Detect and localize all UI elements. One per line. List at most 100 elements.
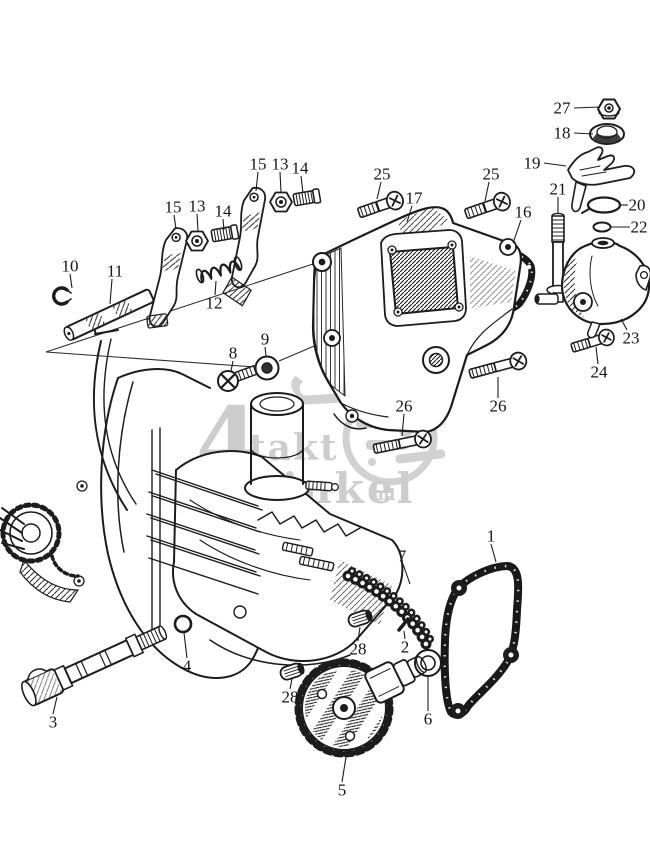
part-callout-number: 26 (396, 397, 413, 416)
part-bolt-26 (468, 351, 528, 379)
callout-leader-line (512, 219, 522, 244)
part-nut-13 (269, 191, 293, 213)
callout-leader-line (484, 181, 490, 202)
callout-leader-line (573, 132, 594, 135)
callout-leader-line (52, 696, 58, 715)
part-callout-number: 17 (406, 189, 424, 208)
part-valve-spring (195, 256, 243, 284)
part-nut-27 (597, 98, 621, 120)
part-callout-number: 14 (215, 202, 233, 221)
part-callout-number: 18 (554, 124, 571, 143)
part-callout-number: 23 (623, 329, 640, 348)
part-cylinder-head (146, 392, 404, 666)
part-adjusting-screw (210, 224, 240, 243)
construction-lines (45, 263, 327, 368)
part-dowel-pin (347, 609, 373, 628)
part-callout-number: 8 (229, 344, 238, 363)
callout-leader-line (341, 756, 347, 783)
part-callout-number: 27 (554, 99, 572, 118)
callout-leader-line (279, 171, 282, 193)
part-callout-number: 9 (261, 330, 270, 349)
callout-leader-line (620, 318, 628, 331)
callout-leader-line (403, 630, 406, 640)
part-callout-number: 19 (524, 154, 541, 173)
part-callout-number: 12 (206, 294, 223, 313)
callout-leader-line (196, 213, 199, 232)
part-callout-number: 5 (338, 781, 347, 800)
part-drive-sprocket (0, 502, 80, 603)
part-callout-number: 26 (490, 397, 507, 416)
part-camshaft (21, 625, 168, 707)
cooling-fins (146, 469, 263, 595)
construction-line (45, 263, 314, 353)
callout-leader-line (490, 543, 497, 563)
part-adjusting-screw (292, 188, 322, 207)
part-callout-number: 15 (250, 155, 267, 174)
part-callout-number: 13 (189, 197, 206, 216)
part-callout-number: 15 (165, 198, 182, 217)
callout-leader-line (183, 632, 188, 659)
part-valve-cap (244, 392, 310, 501)
callout-leader-line (543, 162, 567, 167)
part-cam-chain (342, 567, 436, 655)
callout-leader-line (573, 106, 601, 109)
watermark-suffix: .nl (372, 485, 395, 504)
callout-leader-line (300, 175, 304, 194)
part-bolt-26 (372, 429, 432, 454)
part-screw-8 (217, 365, 259, 392)
part-pump-body-23 (560, 237, 650, 339)
part-bolt-25 (357, 190, 404, 218)
part-cover-gasket-1 (440, 562, 523, 719)
part-callout-number: 3 (49, 713, 58, 732)
part-callout-number: 25 (483, 165, 500, 184)
callout-leader-line (222, 218, 225, 231)
part-callout-number: 4 (183, 657, 192, 676)
callout-leader-line (109, 278, 113, 305)
part-callout-number: 10 (62, 257, 79, 276)
part-crankcase (0, 321, 264, 679)
callout-leader-line (214, 280, 217, 296)
part-pin-2 (397, 617, 410, 632)
callout-leader-line (173, 214, 177, 230)
part-o-ring-22 (592, 221, 612, 233)
part-callout-number: 22 (631, 218, 648, 237)
callout-leader-line (255, 171, 259, 192)
construction-line (45, 351, 256, 368)
callout-leader-line (402, 563, 411, 585)
callout-leader-line (401, 413, 405, 437)
sprocket-hub (364, 655, 427, 704)
part-nut-13 (185, 230, 209, 252)
part-snap-ring-20 (581, 196, 622, 214)
part-lever-19 (567, 146, 636, 213)
part-bolt-25 (464, 191, 511, 219)
callout-leader-line (595, 346, 599, 365)
part-callout-number: 7 (398, 547, 407, 566)
callout-leader-line (264, 346, 267, 357)
part-callout-number: 25 (374, 165, 391, 184)
part-dowel-pin (279, 662, 305, 681)
part-callout-number: 2 (401, 638, 410, 657)
part-side-cover (311, 206, 523, 434)
part-callout-number: 14 (292, 159, 310, 178)
head-studs (281, 480, 339, 572)
part-callout-number: 28 (282, 688, 299, 707)
part-callout-number: 1 (487, 527, 496, 546)
callout-leader-line (376, 181, 382, 200)
callout-leader-line (406, 205, 413, 223)
callout-leader-line (357, 626, 361, 642)
part-callout-number: 11 (107, 262, 123, 281)
part-rocker-shaft (63, 288, 155, 341)
part-callout-number: 16 (515, 203, 532, 222)
part-circlip (52, 286, 72, 306)
part-rocker-arm (146, 227, 189, 329)
part-callout-number: 13 (272, 155, 289, 174)
callout-leader-line (230, 360, 234, 372)
callout-leader-line (69, 273, 73, 289)
part-dome-washer-18 (589, 123, 625, 145)
callout-leader-line (289, 678, 293, 690)
part-washer-9 (254, 355, 280, 381)
part-callout-number: 24 (591, 363, 609, 382)
